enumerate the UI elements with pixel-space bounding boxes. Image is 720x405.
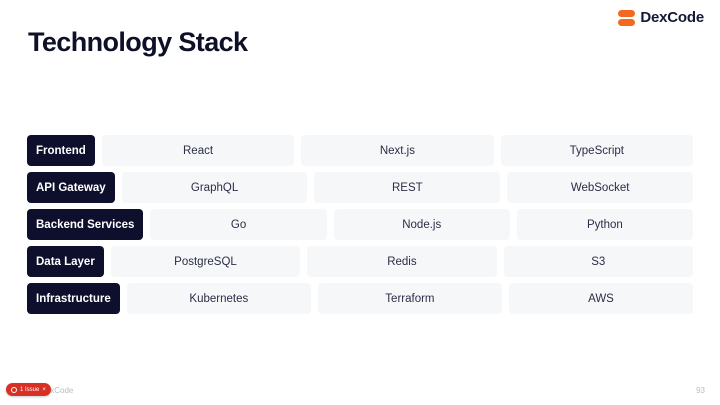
tech-cell: Kubernetes [126, 283, 311, 314]
row-label-api-gateway: API Gateway [27, 172, 115, 203]
issue-alert-icon [11, 386, 17, 393]
tech-cell: PostgreSQL [110, 246, 301, 277]
close-icon[interactable]: × [42, 386, 46, 393]
tech-cell: Python [516, 209, 694, 240]
row-label-frontend: Frontend [27, 135, 95, 166]
tech-cell: WebSocket [507, 172, 694, 203]
row-label-data-layer: Data Layer [27, 246, 104, 277]
tech-cell: S3 [503, 246, 693, 277]
tech-cell: Redis [307, 246, 497, 277]
stack-row-data-layer: Data Layer PostgreSQL Redis S3 [27, 246, 693, 277]
issues-badge-label: 1 Issue [20, 386, 40, 393]
brand-logo-text: DexCode [640, 9, 704, 26]
stack-row-api-gateway: API Gateway GraphQL REST WebSocket [27, 172, 694, 203]
tech-cell: AWS [508, 283, 694, 314]
tech-cell: REST [314, 172, 501, 203]
stack-row-infrastructure: Infrastructure Kubernetes Terraform AWS [27, 283, 694, 314]
tech-cell: React [101, 135, 295, 166]
tech-cell: TypeScript [500, 135, 693, 166]
slide-title: Technology Stack [28, 27, 248, 57]
tech-cell: Node.js [333, 209, 510, 240]
tech-cell: GraphQL [121, 172, 308, 203]
tech-stack-table: Frontend React Next.js TypeScript API Ga… [27, 135, 694, 320]
issues-badge[interactable]: 1 Issue × [6, 383, 51, 396]
page-number: 93 [696, 386, 705, 395]
row-label-infrastructure: Infrastructure [27, 283, 120, 314]
tech-cell: Go [150, 209, 327, 240]
row-label-backend-services: Backend Services [27, 209, 144, 240]
brand-logo: DexCode [618, 9, 704, 26]
stack-row-frontend: Frontend React Next.js TypeScript [27, 135, 693, 166]
tech-cell: Terraform [317, 283, 502, 314]
tech-cell: Next.js [301, 135, 494, 166]
stack-row-backend-services: Backend Services Go Node.js Python [27, 209, 694, 240]
footer-brand: DexCode [40, 386, 74, 395]
dexcode-logo-icon [618, 9, 636, 26]
